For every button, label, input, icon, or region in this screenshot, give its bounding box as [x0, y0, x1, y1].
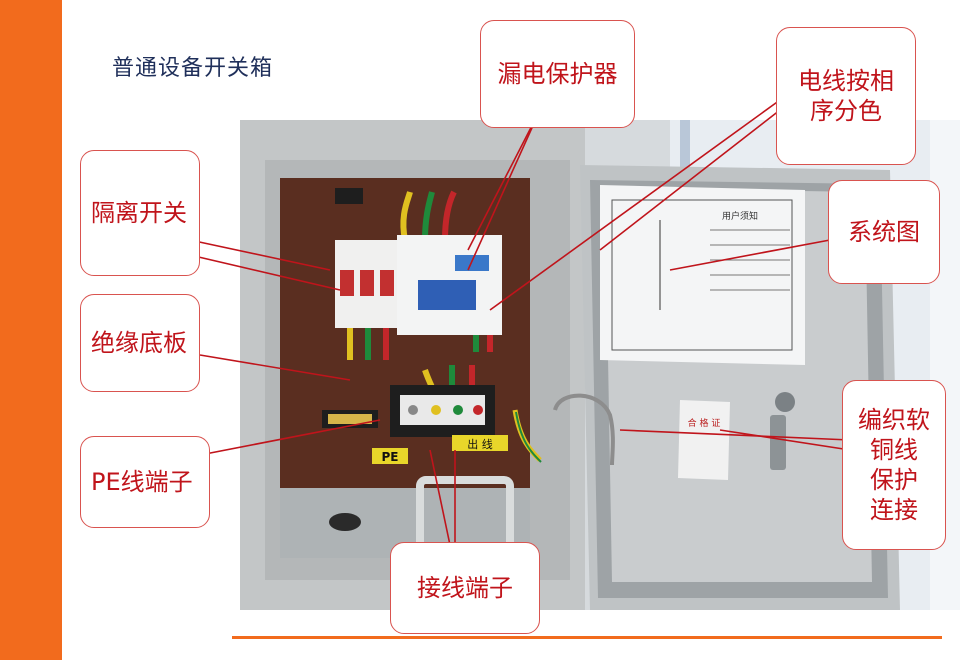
out-tag: 出 线	[467, 437, 493, 451]
label-pe-terminal: PE线端子	[80, 436, 210, 528]
label-phase-colors: 电线按相 序分色	[776, 27, 916, 165]
pe-tag: PE	[382, 450, 399, 464]
bottom-rule	[232, 636, 942, 639]
accent-side-bar	[0, 0, 62, 660]
label-insulation-board: 绝缘底板	[80, 294, 200, 392]
label-system-diagram: 系统图	[828, 180, 940, 284]
label-braided-wire: 编织软 铜线 保护 连接	[842, 380, 946, 550]
door-sheet-heading: 用户须知	[722, 210, 758, 222]
label-isolation-switch: 隔离开关	[80, 150, 200, 276]
slide-title: 普通设备开关箱	[112, 56, 274, 81]
label-wiring-terminal: 接线端子	[390, 542, 540, 634]
label-leakage-protector: 漏电保护器	[480, 20, 635, 128]
cert-tag: 合 格 证	[688, 417, 721, 429]
